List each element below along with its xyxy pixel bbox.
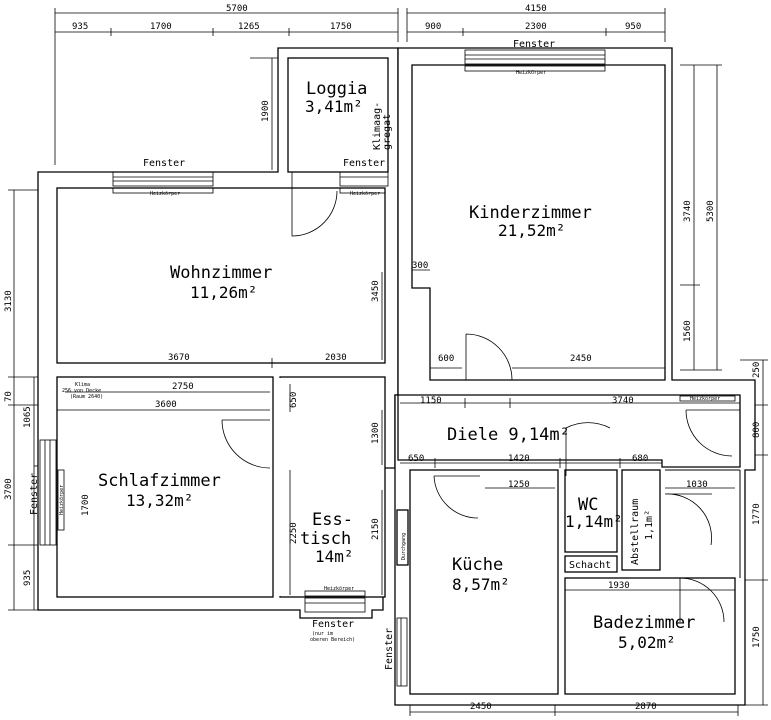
room-kinderzimmer-area: 21,52m² <box>498 221 565 240</box>
room-abstellraum-name: Abstellraum <box>630 499 641 565</box>
dim-kinder-inner-a: 300 <box>412 261 428 271</box>
room-diele-label: Diele 9,14m² <box>447 425 570 445</box>
dimension-labels: 5700 935 1700 1265 1750 4150 900 2300 95… <box>4 4 762 712</box>
dim-kueche-top: 1250 <box>508 480 530 490</box>
dim-ess-left-top: 650 <box>289 392 299 408</box>
room-esstisch-name-1: Ess- <box>312 510 353 530</box>
dim-wohn-bottom-1: 3670 <box>168 353 190 363</box>
label-fenster-wohn: Fenster <box>143 158 185 169</box>
dim-kinder-inner-c: 2450 <box>570 354 592 364</box>
label-klima-3: (Raum 2640) <box>70 394 103 400</box>
dim-left-3: 1065 <box>23 406 33 428</box>
room-abstellraum-area: 1,1m² <box>644 510 655 540</box>
dim-bad-top: 1930 <box>608 581 630 591</box>
room-badezimmer-name: Badezimmer <box>593 613 695 633</box>
dim-bottom-2: 2870 <box>635 702 657 712</box>
label-fenster-ess: Fenster <box>312 619 354 630</box>
dim-ess-left-bottom: 2250 <box>289 522 299 544</box>
dim-diele-inner-3: 680 <box>632 454 648 464</box>
label-fenster-schlaf: Fenster <box>29 473 40 515</box>
dim-kinder-inner-1: 3740 <box>683 200 693 222</box>
label-klimaaggregat-2: gregat <box>382 114 393 150</box>
dim-schlaf-top-1: 2750 <box>172 382 194 392</box>
label-fenster-ess-note-2: oberen Bereich) <box>310 637 355 643</box>
dim-right-4: 1750 <box>752 626 762 648</box>
room-kinderzimmer-name: Kinderzimmer <box>469 203 592 223</box>
dim-diele-top-1: 1150 <box>420 396 442 406</box>
room-labels: Loggia 3,41m² Kinderzimmer 21,52m² Wohnz… <box>98 79 695 652</box>
room-schlafzimmer-name: Schlafzimmer <box>98 471 221 491</box>
room-kueche-name: Küche <box>452 555 503 575</box>
dim-ess-right-bottom: 2150 <box>371 518 381 540</box>
dim-diele-top-2: 3740 <box>612 396 634 406</box>
label-klima-2: 256 von Decke <box>62 388 101 394</box>
dim-kinder-inner-2: 1560 <box>683 320 693 342</box>
label-fenster-kueche: Fenster <box>384 628 395 670</box>
dim-wohn-right: 3450 <box>371 280 381 302</box>
room-esstisch-area: 14m² <box>315 547 354 566</box>
dim-top-total-right: 4150 <box>525 4 547 14</box>
label-heizkoerper-loggia: Heizkörper <box>350 191 380 197</box>
dim-schlaf-top-2: 3600 <box>155 400 177 410</box>
dim-top-right-2: 2300 <box>525 22 547 32</box>
room-wc-area: 1,14m² <box>565 512 623 531</box>
label-fenster-loggia: Fenster <box>343 158 385 169</box>
dim-top-right-3: 950 <box>625 22 641 32</box>
dim-kinder-inner-b: 600 <box>438 354 454 364</box>
label-heizkoerper-diele: Heizkörper <box>690 396 720 402</box>
room-kueche-area: 8,57m² <box>452 575 510 594</box>
dim-diele-inner-1: 650 <box>408 454 424 464</box>
room-schlafzimmer-area: 13,32m² <box>126 491 193 510</box>
room-badezimmer-area: 5,02m² <box>618 633 676 652</box>
room-wc-name: WC <box>578 495 598 515</box>
room-loggia-area: 3,41m² <box>305 97 363 116</box>
dim-top-left-4: 1750 <box>330 22 352 32</box>
walls <box>37 47 756 706</box>
dim-schlaf-window: 1700 <box>81 494 91 516</box>
doors <box>221 172 740 623</box>
label-schacht: Schacht <box>569 560 611 571</box>
dim-left-4: 3700 <box>4 478 14 500</box>
label-durchgang: Durchgang <box>401 533 407 560</box>
room-loggia-name: Loggia <box>306 79 367 99</box>
dim-abst-right: 1030 <box>686 480 708 490</box>
dim-right-2: 800 <box>752 422 762 438</box>
label-heizkoerper-kinder: Heizkörper <box>516 70 546 76</box>
annotations: Fenster Fenster Fenster Fenster Fenster … <box>29 39 720 670</box>
dim-loggia-height: 1900 <box>261 100 271 122</box>
label-heizkoerper-ess: Heizkörper <box>324 586 354 592</box>
dim-top-left-2: 1700 <box>150 22 172 32</box>
dim-ess-right-top: 1300 <box>371 422 381 444</box>
room-wohnzimmer-name: Wohnzimmer <box>170 263 272 283</box>
dim-top-right-1: 900 <box>425 22 441 32</box>
label-heizkoerper-wohn: Heizkörper <box>150 191 180 197</box>
dim-diele-inner-2: 1420 <box>508 454 530 464</box>
room-wohnzimmer-area: 11,26m² <box>190 283 257 302</box>
label-fenster-ess-note-1: (nur im <box>312 631 333 637</box>
inner-dimensions <box>57 269 740 595</box>
label-klima-1: Klima <box>75 382 90 388</box>
dim-right-3: 1770 <box>752 503 762 525</box>
room-esstisch-name-2: tisch <box>300 529 351 549</box>
windows <box>39 49 736 687</box>
label-klimaaggregat-1: Klimaag- <box>372 102 383 150</box>
dim-top-total-left: 5700 <box>226 4 248 14</box>
dim-bottom-1: 2450 <box>470 702 492 712</box>
dim-kinder-outer: 5300 <box>706 200 716 222</box>
dim-right-1: 250 <box>752 362 762 378</box>
dim-left-1: 3130 <box>4 290 14 312</box>
dim-left-5: 935 <box>23 570 33 586</box>
dim-wohn-bottom-2: 2030 <box>325 353 347 363</box>
dim-top-left-1: 935 <box>72 22 88 32</box>
dim-top-left-3: 1265 <box>238 22 260 32</box>
dim-left-2: 70 <box>4 391 14 402</box>
label-heizkoerper-schlaf: Heizkörper <box>59 485 65 515</box>
label-fenster-kinder: Fenster <box>513 39 555 50</box>
